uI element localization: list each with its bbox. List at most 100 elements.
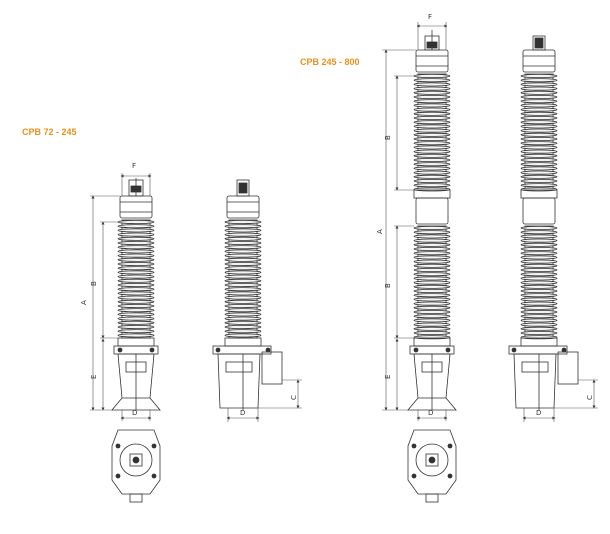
insulator-shed: [224, 270, 262, 275]
insulator-shed: [224, 299, 262, 304]
insulator-shed: [520, 305, 558, 310]
insulator-shed: [117, 291, 155, 296]
insulator-shed: [224, 329, 262, 334]
insulator-shed: [413, 187, 451, 192]
insulator-shed: [224, 249, 262, 254]
insulator-shed: [224, 232, 262, 237]
insulator-shed: [413, 255, 451, 260]
dim-label-d-small-side: D: [240, 409, 245, 417]
insulator-shed: [520, 284, 558, 289]
dim-label-a-large: A: [376, 229, 384, 234]
insulator-shed: [413, 178, 451, 183]
insulator-shed: [520, 246, 558, 251]
insulator-shed: [413, 174, 451, 179]
insulator-shed: [224, 308, 262, 313]
insulator-shed: [413, 149, 451, 154]
cpb-large-top-view: [407, 429, 457, 503]
insulator-shed: [520, 145, 558, 150]
insulator-shed: [117, 224, 155, 229]
insulator-shed: [413, 251, 451, 256]
insulator-shed: [117, 287, 155, 292]
insulator-shed: [224, 245, 262, 250]
insulator-shed: [224, 316, 262, 321]
insulator-shed: [520, 288, 558, 293]
cpb-small-top-view: [111, 429, 161, 503]
insulator-shed: [520, 293, 558, 298]
insulator-shed: [413, 162, 451, 167]
insulator-shed: [117, 329, 155, 334]
insulator-shed: [224, 287, 262, 292]
insulator-shed: [413, 280, 451, 285]
dim-label-a-small: A: [80, 300, 88, 305]
insulator-shed: [117, 253, 155, 258]
insulator-sheds: [224, 219, 262, 339]
insulator-shed: [224, 333, 262, 338]
insulator-shed: [224, 295, 262, 300]
insulator-shed: [117, 266, 155, 271]
insulator-shed: [520, 255, 558, 260]
insulator-shed: [117, 240, 155, 245]
insulator-shed: [413, 74, 451, 79]
insulator-sheds-upper: [520, 73, 558, 192]
insulator-shed: [117, 333, 155, 338]
insulator-shed: [520, 111, 558, 116]
insulator-shed: [520, 124, 558, 129]
insulator-shed: [224, 266, 262, 271]
insulator-shed: [117, 249, 155, 254]
insulator-shed: [413, 111, 451, 116]
insulator-shed: [520, 234, 558, 239]
insulator-shed: [520, 162, 558, 167]
insulator-shed: [413, 234, 451, 239]
insulator-shed: [117, 312, 155, 317]
dim-label-d-large-side: D: [536, 409, 541, 417]
insulator-shed: [413, 230, 451, 235]
insulator-shed: [117, 282, 155, 287]
insulator-shed: [224, 320, 262, 325]
insulator-shed: [520, 318, 558, 323]
insulator-shed: [224, 224, 262, 229]
insulator-sheds-upper: [413, 73, 451, 192]
insulator-shed: [413, 166, 451, 171]
dim-label-c-large: C: [586, 395, 594, 400]
insulator-shed: [413, 314, 451, 319]
insulator-shed: [117, 261, 155, 266]
dim-label-e-small: E: [90, 375, 98, 379]
insulator-shed: [520, 141, 558, 146]
insulator-shed: [224, 219, 262, 224]
insulator-shed: [413, 326, 451, 331]
insulator-shed: [520, 120, 558, 125]
insulator-shed: [520, 78, 558, 83]
insulator-shed: [413, 301, 451, 306]
insulator-shed: [520, 74, 558, 79]
cpb-small-front-view: [111, 178, 161, 411]
insulator-shed: [413, 128, 451, 133]
insulator-shed: [117, 278, 155, 283]
insulator-shed: [520, 259, 558, 264]
cpb-large-front-view: [407, 30, 457, 411]
insulator-sheds-lower: [413, 225, 451, 340]
dimension-lines-large-side: [522, 379, 598, 422]
insulator-shed: [520, 103, 558, 108]
insulator-shed: [413, 293, 451, 298]
insulator-shed: [413, 238, 451, 243]
dim-label-b-large-upper: B: [384, 135, 392, 140]
insulator-shed: [413, 288, 451, 293]
insulator-shed: [413, 170, 451, 175]
insulator-shed: [117, 274, 155, 279]
insulator-shed: [224, 257, 262, 262]
insulator-shed: [413, 305, 451, 310]
insulator-shed: [413, 90, 451, 95]
dim-label-d-large: D: [428, 409, 433, 417]
dim-label-f-large: F: [428, 13, 432, 21]
insulator-shed: [413, 309, 451, 314]
insulator-shed: [224, 253, 262, 258]
dim-label-b-large-lower: B: [384, 283, 392, 288]
insulator-shed: [117, 299, 155, 304]
insulator-shed: [413, 116, 451, 121]
cpb-small-side-view: [212, 179, 283, 410]
dim-label-d-small: D: [132, 409, 137, 417]
dim-label-e-large: E: [384, 375, 392, 379]
insulator-shed: [520, 86, 558, 91]
insulator-shed: [520, 309, 558, 314]
